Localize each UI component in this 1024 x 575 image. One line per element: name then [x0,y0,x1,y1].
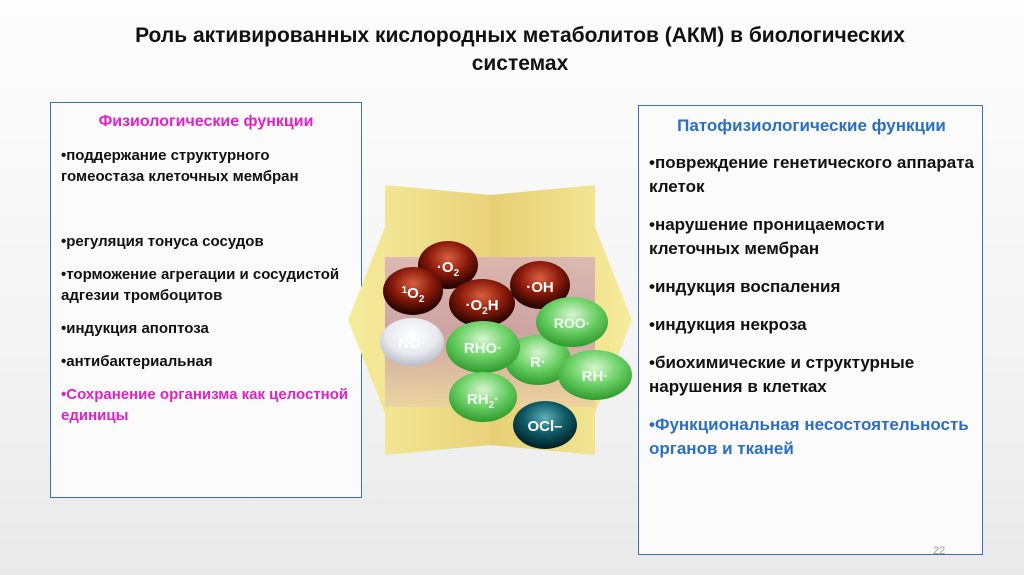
list-item: •индукция некроза [649,315,807,334]
list-item: •индукция воспаления [649,277,841,296]
list-item: •регуляция тонуса сосудов [61,233,264,250]
pathophysiological-functions-list: •повреждение генетического аппарата клет… [649,151,974,461]
list-item: •антибактериальная [61,353,213,370]
physiological-functions-panel: Физиологические функции •поддержание стр… [50,102,362,498]
physiological-functions-heading: Физиологические функции [98,113,314,130]
molecule-singlet-oxygen: 1O2 [383,267,443,315]
list-item: •торможение агрегации и сосудистой адгез… [61,266,340,304]
molecule-oh-radical: ·OH [510,261,570,309]
molecule-rh2: RH2· [449,372,517,422]
molecule-rooh: ROO· [536,297,608,347]
molecule-rh: RH· [558,350,632,400]
list-item-highlight: •Функциональная несостоятельность органо… [649,415,969,458]
pathophysiological-functions-panel: Патофизиологические функции •повреждение… [638,105,983,555]
svg-text:·OH: ·OH [526,279,554,296]
svg-text:1O2: 1O2 [402,285,425,305]
molecule-o2h-radical: ·O2H [449,279,515,327]
list-item: •индукция апоптоза [61,318,351,339]
svg-text:·O2H: ·O2H [465,297,498,317]
svg-text:ROO·: ROO· [554,315,591,331]
list-item: •поддержание структурного гомеостаза кле… [61,147,299,185]
physiological-functions-list: •поддержание структурного гомеостаза кле… [61,145,351,426]
svg-text:NO·: NO· [398,335,426,352]
svg-text:R·: R· [530,354,546,371]
list-item: •повреждение генетического аппарата клет… [649,153,974,196]
molecule-rho: RHO· [446,321,520,373]
svg-text:RH·: RH· [582,368,609,385]
list-item: •биохимические и структурные нарушения в… [649,353,915,396]
molecule-r-radical: R· [505,335,571,385]
slide-title: Роль активированных кислородных метаболи… [135,24,905,75]
molecule-no-radical: NO· [380,318,444,366]
molecules-illustration: ·O2 1O2 ·O2H ·OH NO· R· ROO· RH· RHO· RH… [348,185,632,455]
slide-number: 22 [933,545,946,557]
list-item-text: •индукция апоптоза [61,320,209,337]
svg-text:RHO·: RHO· [464,340,502,357]
pathophysiological-functions-heading: Патофизиологические функции [677,116,946,135]
list-item-highlight: •Сохранение организма как целостной един… [61,386,349,424]
svg-text:OCl–: OCl– [527,418,562,435]
list-item: •нарушение проницаемости клеточных мембр… [649,215,885,258]
molecule-ocl: OCl– [513,401,577,449]
